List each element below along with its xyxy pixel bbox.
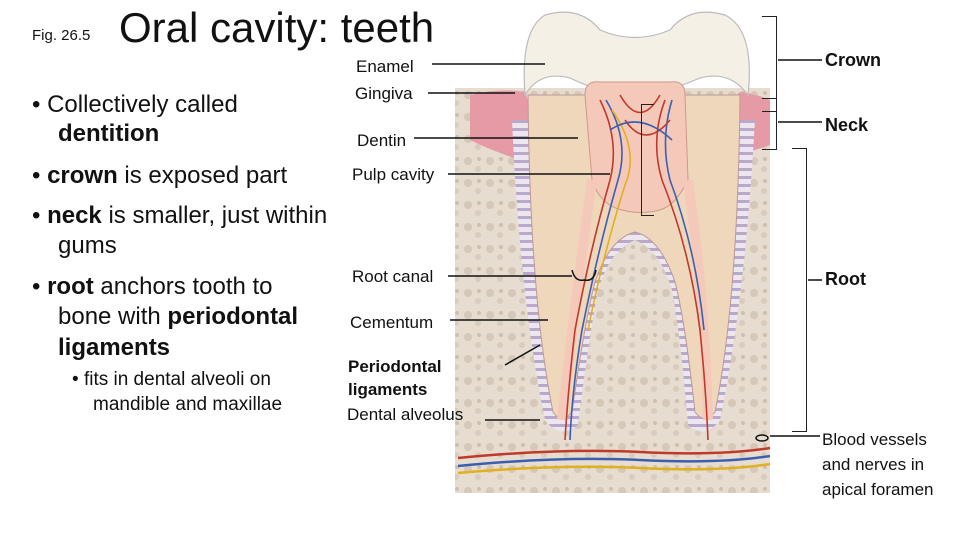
label-enamel: Enamel [356,57,414,76]
vessels-nerves [457,94,771,475]
label-periodontal: Periodontal [348,357,442,376]
label-and-nerves: and nerves in [822,455,925,474]
bullet-text: is exposed part [117,162,288,189]
root-canal-left [557,179,597,421]
crown-bracket [762,16,777,112]
label-pulp-cavity: Pulp cavity [352,165,435,184]
pulp-bracket [641,104,654,216]
label-root: Root [825,269,866,289]
bullet-text: gums [58,232,117,259]
bullet-dot: • [32,273,41,300]
bullet-text: anchors tooth to [93,273,273,300]
leader-lines [414,59,822,442]
bullet-root-cont2: ligaments [58,333,170,362]
bullet-neck-cont: gums [58,231,117,260]
label-crown: Crown [825,50,881,70]
bullet-dentition: • Collectively called [32,90,238,119]
figure-number: Fig. 26.5 [32,27,91,44]
term-ligaments: ligaments [58,334,171,361]
term-root: root [47,273,94,300]
label-apical-foramen: apical foramen [822,480,934,499]
label-root-canal: Root canal [352,267,434,286]
label-dental-alveolus: Dental alveolus [347,405,464,424]
label-dentin: Dentin [357,131,407,150]
bullet-root-cont: bone with periodontal [58,302,298,331]
sub-bullet: • fits in dental alveoli on [72,368,271,392]
bullet-dot: • [32,162,41,189]
root-canal-right [683,179,713,421]
term-periodontal: periodontal [167,303,299,330]
slide-title: Oral cavity: teeth [119,4,435,51]
bullet-crown: • crown is exposed part [32,161,287,190]
bullet-dot: • [72,369,79,390]
bullet-dentition-cont: dentition [58,119,159,148]
term-dentition: dentition [58,120,160,147]
bullet-dot: • [32,202,41,229]
sub-bullet-cont: mandible and maxillae [93,393,282,417]
term-crown: crown [47,162,118,189]
root-bracket [792,148,807,432]
bullet-text: bone with [58,303,168,330]
bullet-neck: • neck is smaller, just within [32,201,327,230]
bullet-dot: • [32,91,41,118]
sub-bullet-text: mandible and maxillae [93,394,283,415]
bullet-root: • root anchors tooth to [32,272,273,301]
term-neck: neck [47,202,102,229]
label-gingiva: Gingiva [355,84,413,103]
bullet-text: Collectively called [47,91,238,118]
label-periodontal-ligaments: ligaments [348,380,428,399]
bullet-text: is smaller, just within [101,202,328,229]
label-cementum: Cementum [350,313,434,332]
neck-bracket [762,98,777,150]
label-blood-vessels: Blood vessels [822,430,927,449]
sub-bullet-text: fits in dental alveoli on [83,369,271,390]
label-neck: Neck [825,115,869,135]
